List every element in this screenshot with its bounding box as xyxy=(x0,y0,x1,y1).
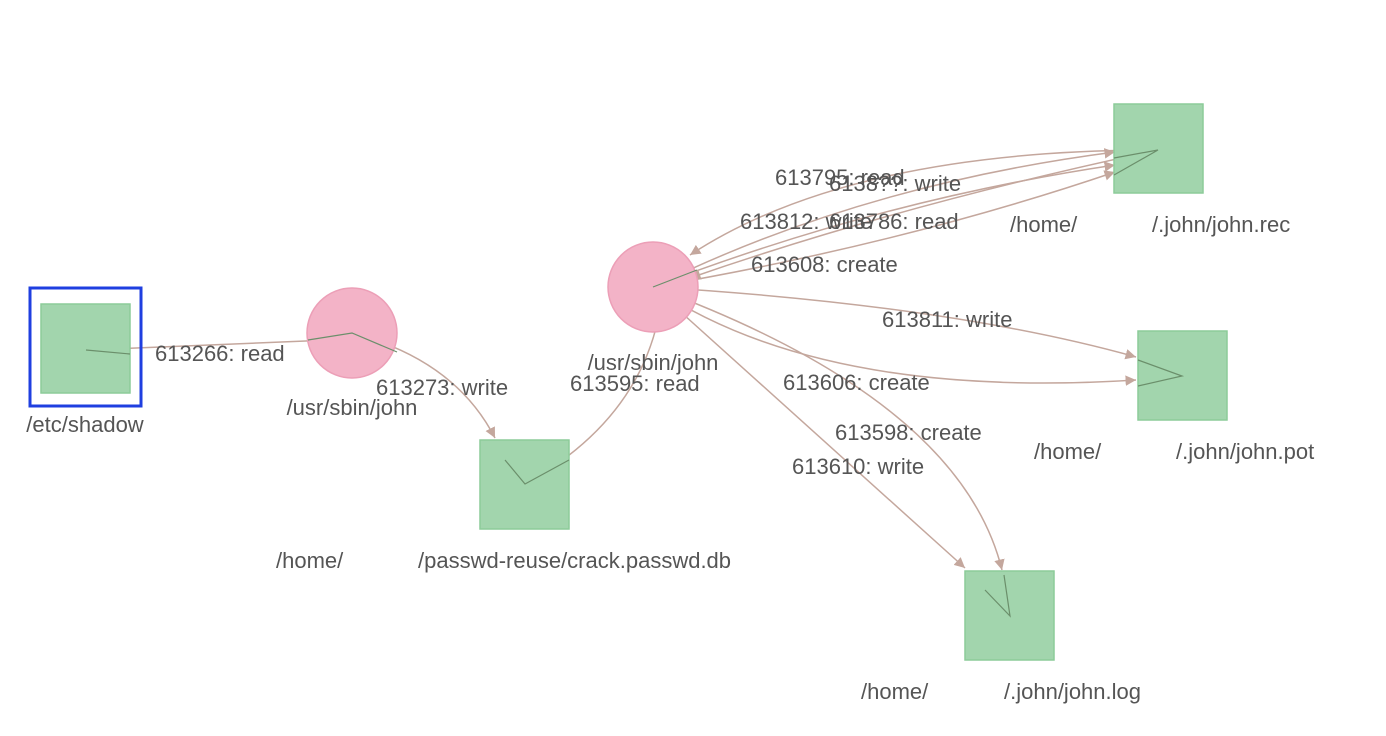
edge-613795[interactable] xyxy=(689,149,1159,256)
node-label: /etc/shadow xyxy=(26,412,144,437)
edges xyxy=(85,148,1159,571)
node-label: /usr/sbin/john xyxy=(287,395,418,420)
edge-613598[interactable] xyxy=(652,286,1005,571)
edge-613610[interactable] xyxy=(652,286,966,569)
edge-label-613606: 613606: create xyxy=(783,370,930,395)
node-label-left: /home/ xyxy=(276,548,344,573)
node-john-pot[interactable]: /home/ /.john/john.pot xyxy=(1034,330,1314,464)
file-node-shape[interactable] xyxy=(40,303,131,394)
node-label-left: /home/ xyxy=(1034,439,1102,464)
edge-label-613812: 613812: write xyxy=(740,209,872,234)
node-john-rec[interactable]: /home/ /.john/john.rec xyxy=(1010,103,1290,237)
node-usr-sbin-john-1[interactable]: /usr/sbin/john xyxy=(287,287,418,420)
edge-label-613266: 613266: read xyxy=(155,341,285,366)
node-label-right: /.john/john.rec xyxy=(1152,212,1290,237)
node-label-left: /home/ xyxy=(1010,212,1078,237)
file-node-shape[interactable] xyxy=(1113,103,1204,194)
edge-label-613608: 613608: create xyxy=(751,252,898,277)
edge-labels: 613266: read 613273: write 613595: read … xyxy=(155,165,1012,479)
node-usr-sbin-john-2[interactable]: /usr/sbin/john xyxy=(588,241,719,375)
node-label-left: /home/ xyxy=(861,679,929,704)
edge-6138xx-write[interactable] xyxy=(652,148,1116,288)
node-crack-passwd-db[interactable]: /home/ /passwd-reuse/crack.passwd.db xyxy=(276,439,731,573)
edge-label-613273: 613273: write xyxy=(376,375,508,400)
node-label: /usr/sbin/john xyxy=(588,350,719,375)
file-node-shape[interactable] xyxy=(479,439,570,530)
edge-613606[interactable] xyxy=(652,286,1137,386)
edge-label-613795: 613795: read xyxy=(775,165,905,190)
edge-613812[interactable] xyxy=(652,161,1116,288)
node-label-right: /.john/john.pot xyxy=(1176,439,1314,464)
node-label-right: /passwd-reuse/crack.passwd.db xyxy=(418,548,731,573)
node-john-log[interactable]: /home/ /.john/john.log xyxy=(861,570,1141,704)
selection-box xyxy=(28,286,143,408)
edge-label-613610: 613610: write xyxy=(792,454,924,479)
node-label-right: /.john/john.log xyxy=(1004,679,1141,704)
file-node-shape[interactable] xyxy=(1137,330,1228,421)
edge-label-613598: 613598: create xyxy=(835,420,982,445)
edge-label-613786: 613786: read xyxy=(829,209,959,234)
edge-label-613595: 613595: read xyxy=(570,371,700,396)
nodes: /etc/shadow /usr/sbin/john /home/ /passw… xyxy=(26,103,1314,704)
node-inner-edges xyxy=(85,149,1185,618)
edge-613811[interactable] xyxy=(652,286,1137,360)
edge-label-6138xx-write: 6138??: write xyxy=(829,171,961,196)
edge-613608[interactable] xyxy=(652,170,1116,288)
node-etc-shadow[interactable]: /etc/shadow xyxy=(26,286,144,437)
edge-label-613811: 613811: write xyxy=(882,307,1012,332)
edge-613786[interactable] xyxy=(689,149,1159,280)
